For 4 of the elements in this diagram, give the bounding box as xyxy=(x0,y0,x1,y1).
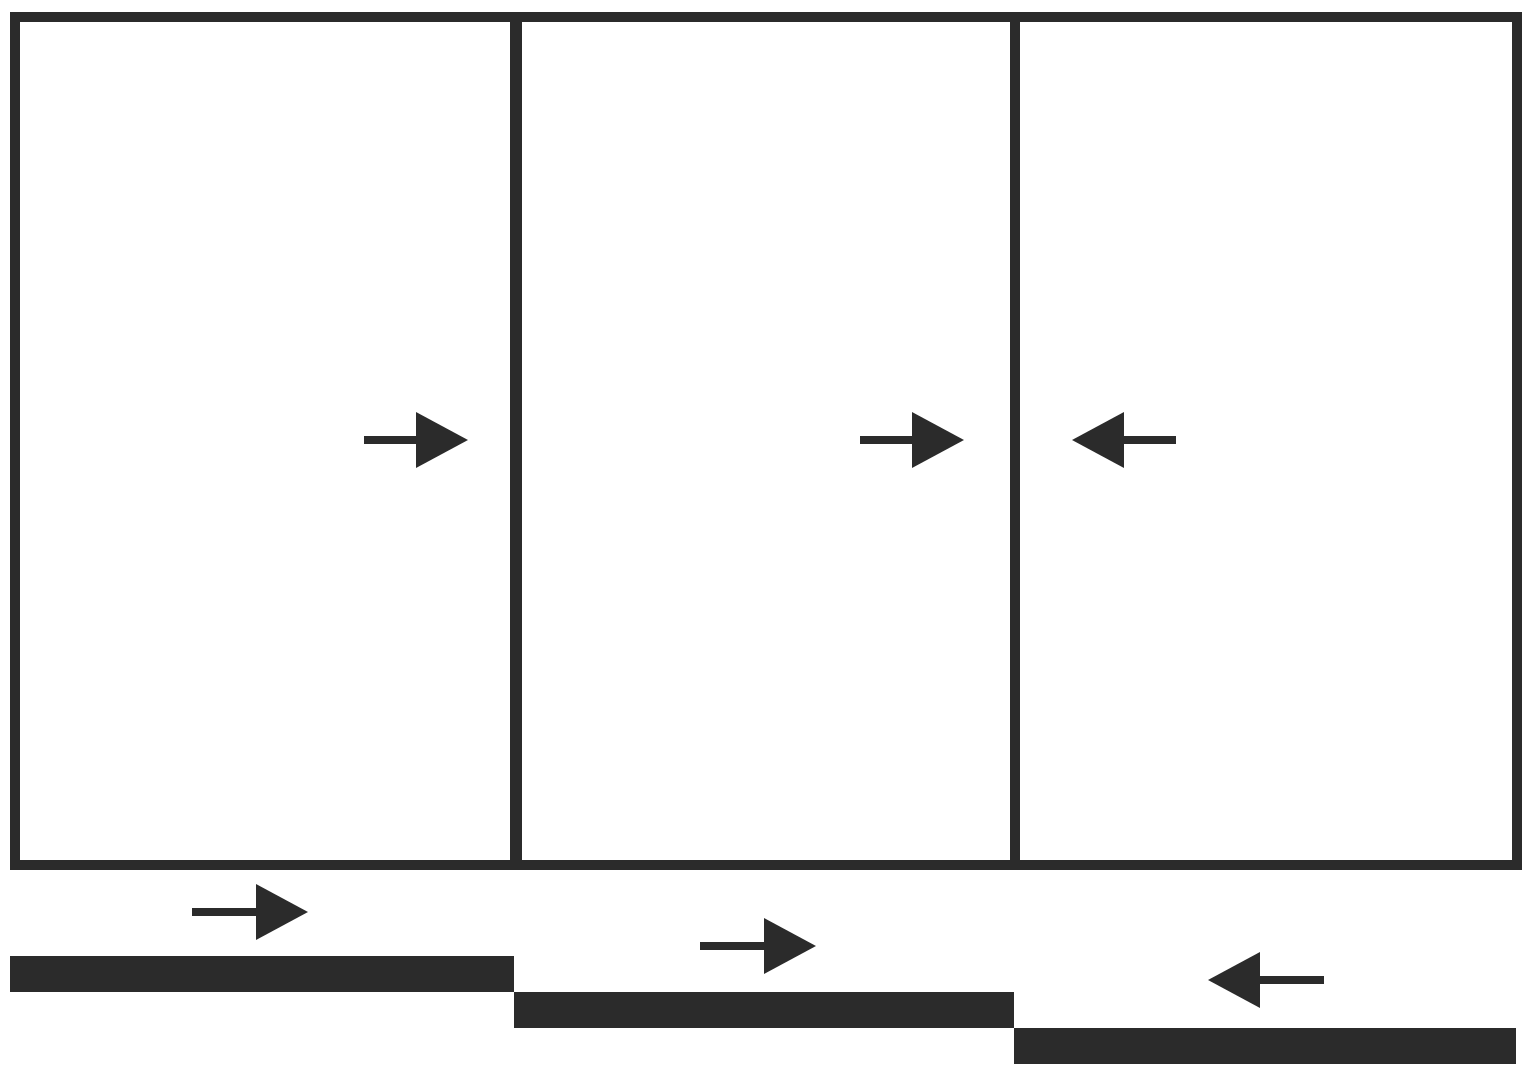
track-bar xyxy=(10,956,514,992)
track-bar xyxy=(1014,1028,1516,1064)
door-panel xyxy=(10,12,522,870)
track-bar xyxy=(514,992,1014,1028)
